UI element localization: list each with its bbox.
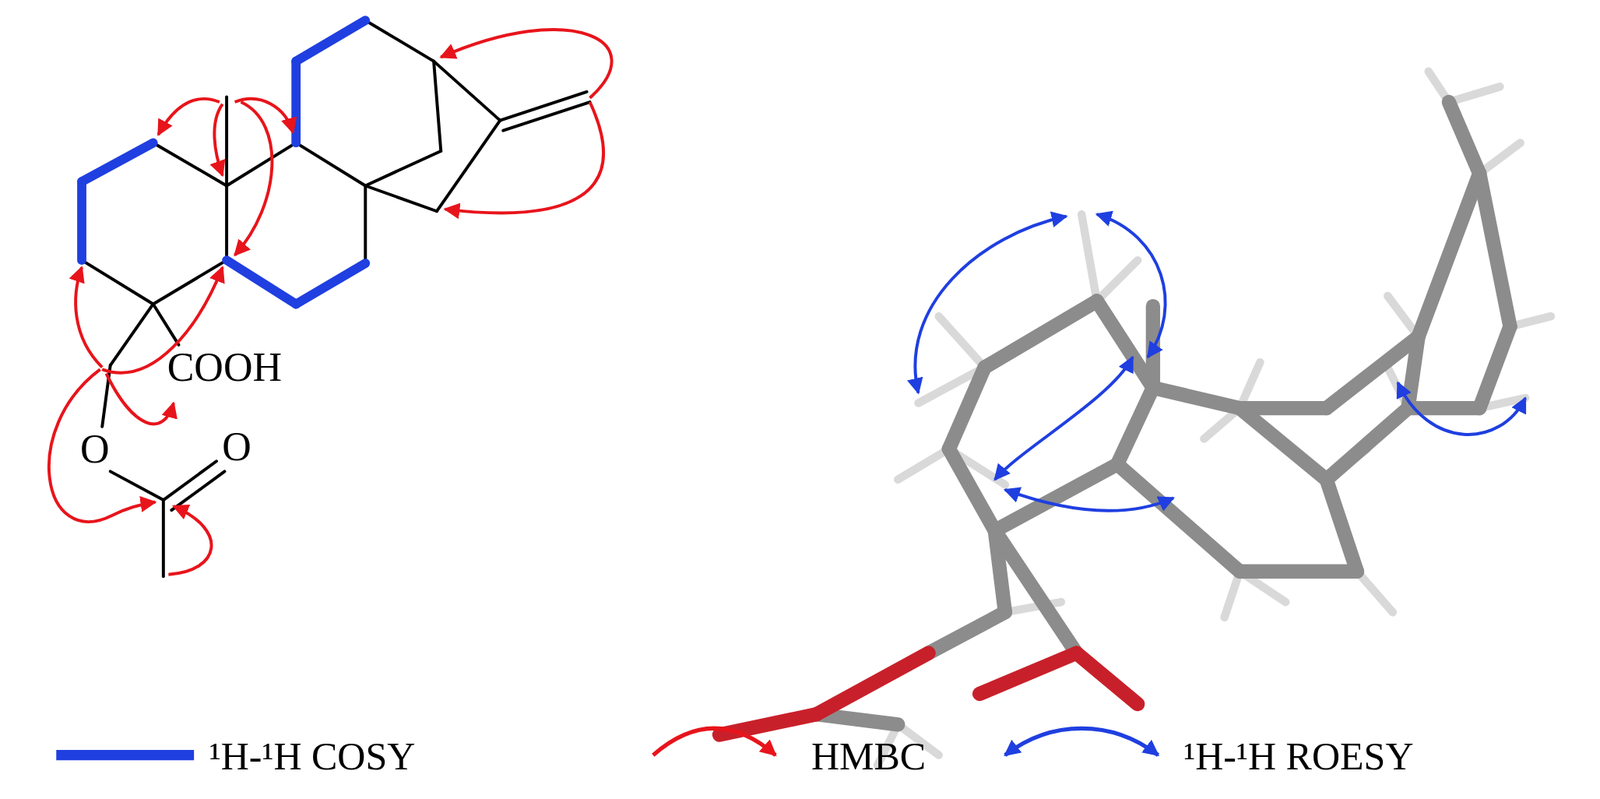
atom-label: O (80, 429, 110, 470)
legend-text: HMBC (811, 736, 926, 776)
roesy-arcs (914, 214, 1526, 511)
hydrogen-sticks (877, 71, 1551, 766)
cosy-bonds (81, 20, 366, 304)
carbon-sticks (815, 101, 1510, 725)
atom-label: O (221, 426, 252, 468)
legend-text: ¹H-¹H COSY (209, 736, 416, 776)
atom-label: COOH (167, 347, 282, 388)
hmbc-arrows (49, 29, 612, 575)
oxygen-sticks (719, 653, 1138, 735)
legend-text: ¹H-¹H ROESY (1183, 736, 1414, 776)
skeleton-bonds (81, 20, 591, 577)
